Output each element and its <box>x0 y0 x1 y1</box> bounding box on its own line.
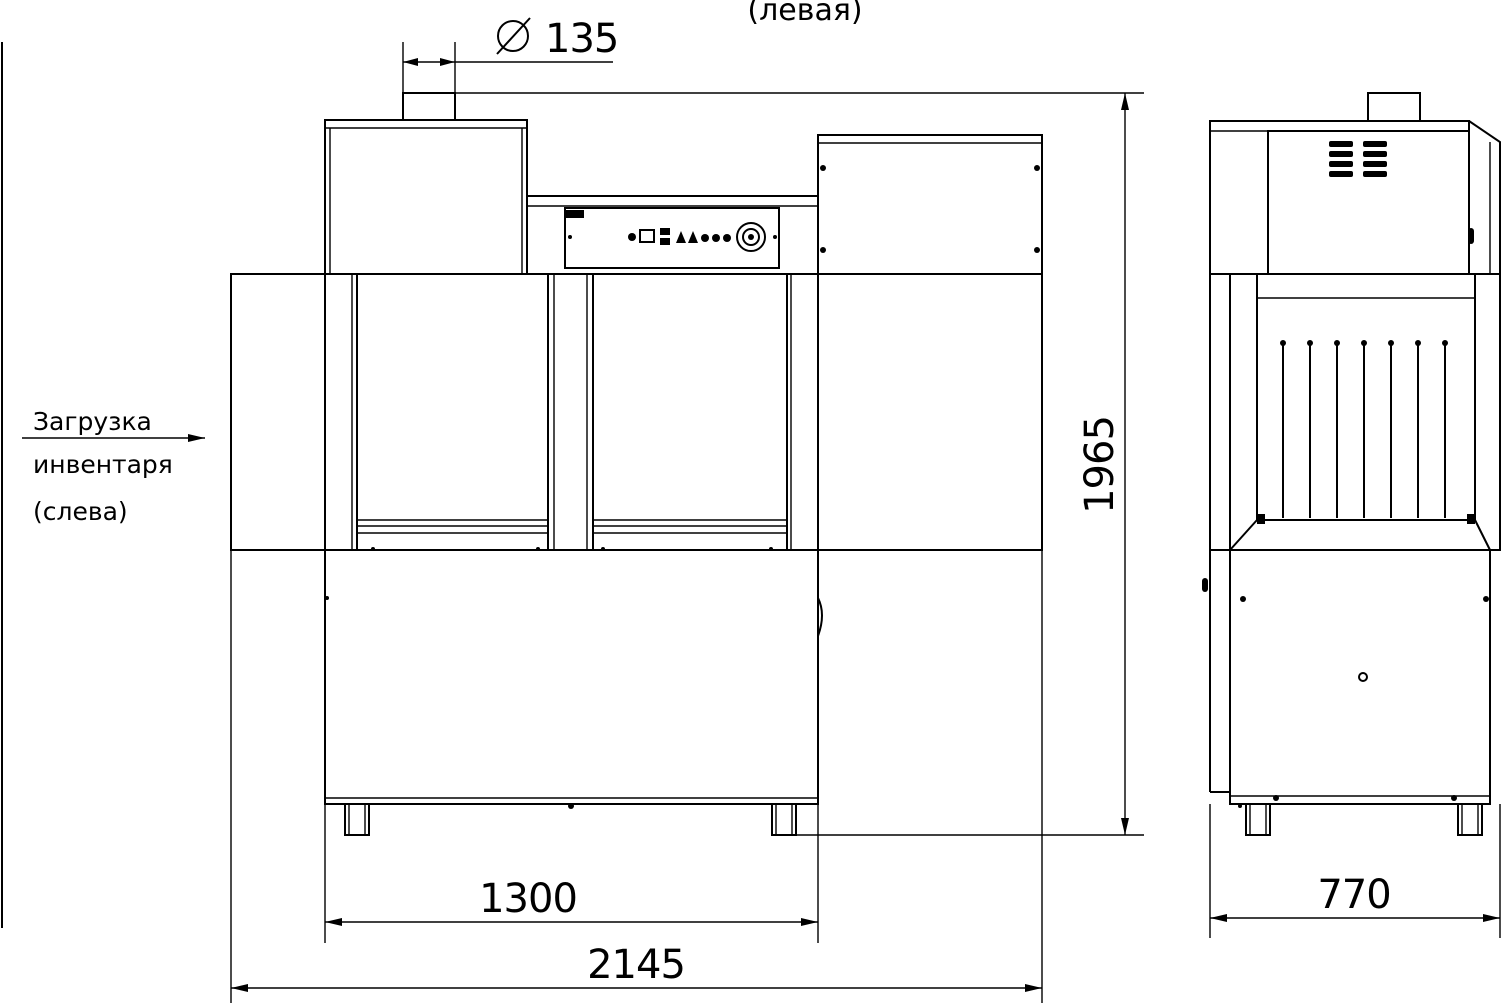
wash-section <box>230 273 1043 551</box>
load-direction-label: Загрузка инвентаря (слева) <box>22 407 205 526</box>
load-label-line1: Загрузка <box>33 407 152 436</box>
depth-value: 770 <box>1317 872 1390 918</box>
body-width-value: 1300 <box>479 876 577 922</box>
front-dimensions: 135 1965 1300 2145 <box>230 16 1144 1003</box>
curtains <box>1257 340 1475 524</box>
total-width-value: 2145 <box>587 942 685 988</box>
load-label-line2: инвентаря <box>33 450 173 479</box>
display-icon <box>639 229 655 243</box>
total-height-value: 1965 <box>1077 416 1123 514</box>
arrow-right-icon <box>188 434 205 442</box>
control-panel <box>564 207 780 269</box>
side-view <box>1202 92 1501 836</box>
vent-grille-icon <box>1329 141 1387 177</box>
side-flue-pipe <box>1367 92 1421 122</box>
diameter-symbol-icon <box>497 20 529 52</box>
side-wash-section <box>1209 273 1501 551</box>
flue-pipe <box>402 92 456 122</box>
side-dimensions: 770 <box>1209 804 1501 938</box>
indicator-light-icon <box>628 233 636 241</box>
right-top-housing <box>817 134 1043 275</box>
flue-diameter-value: 135 <box>545 16 618 62</box>
main-switch-knob-icon <box>736 222 766 252</box>
load-label-line3: (слева) <box>33 497 128 526</box>
left-top-housing <box>324 119 528 275</box>
lower-cabinet <box>324 549 819 805</box>
drawing-title: (левая) <box>747 0 862 28</box>
brand-plate <box>566 210 584 218</box>
front-view <box>230 92 1043 836</box>
